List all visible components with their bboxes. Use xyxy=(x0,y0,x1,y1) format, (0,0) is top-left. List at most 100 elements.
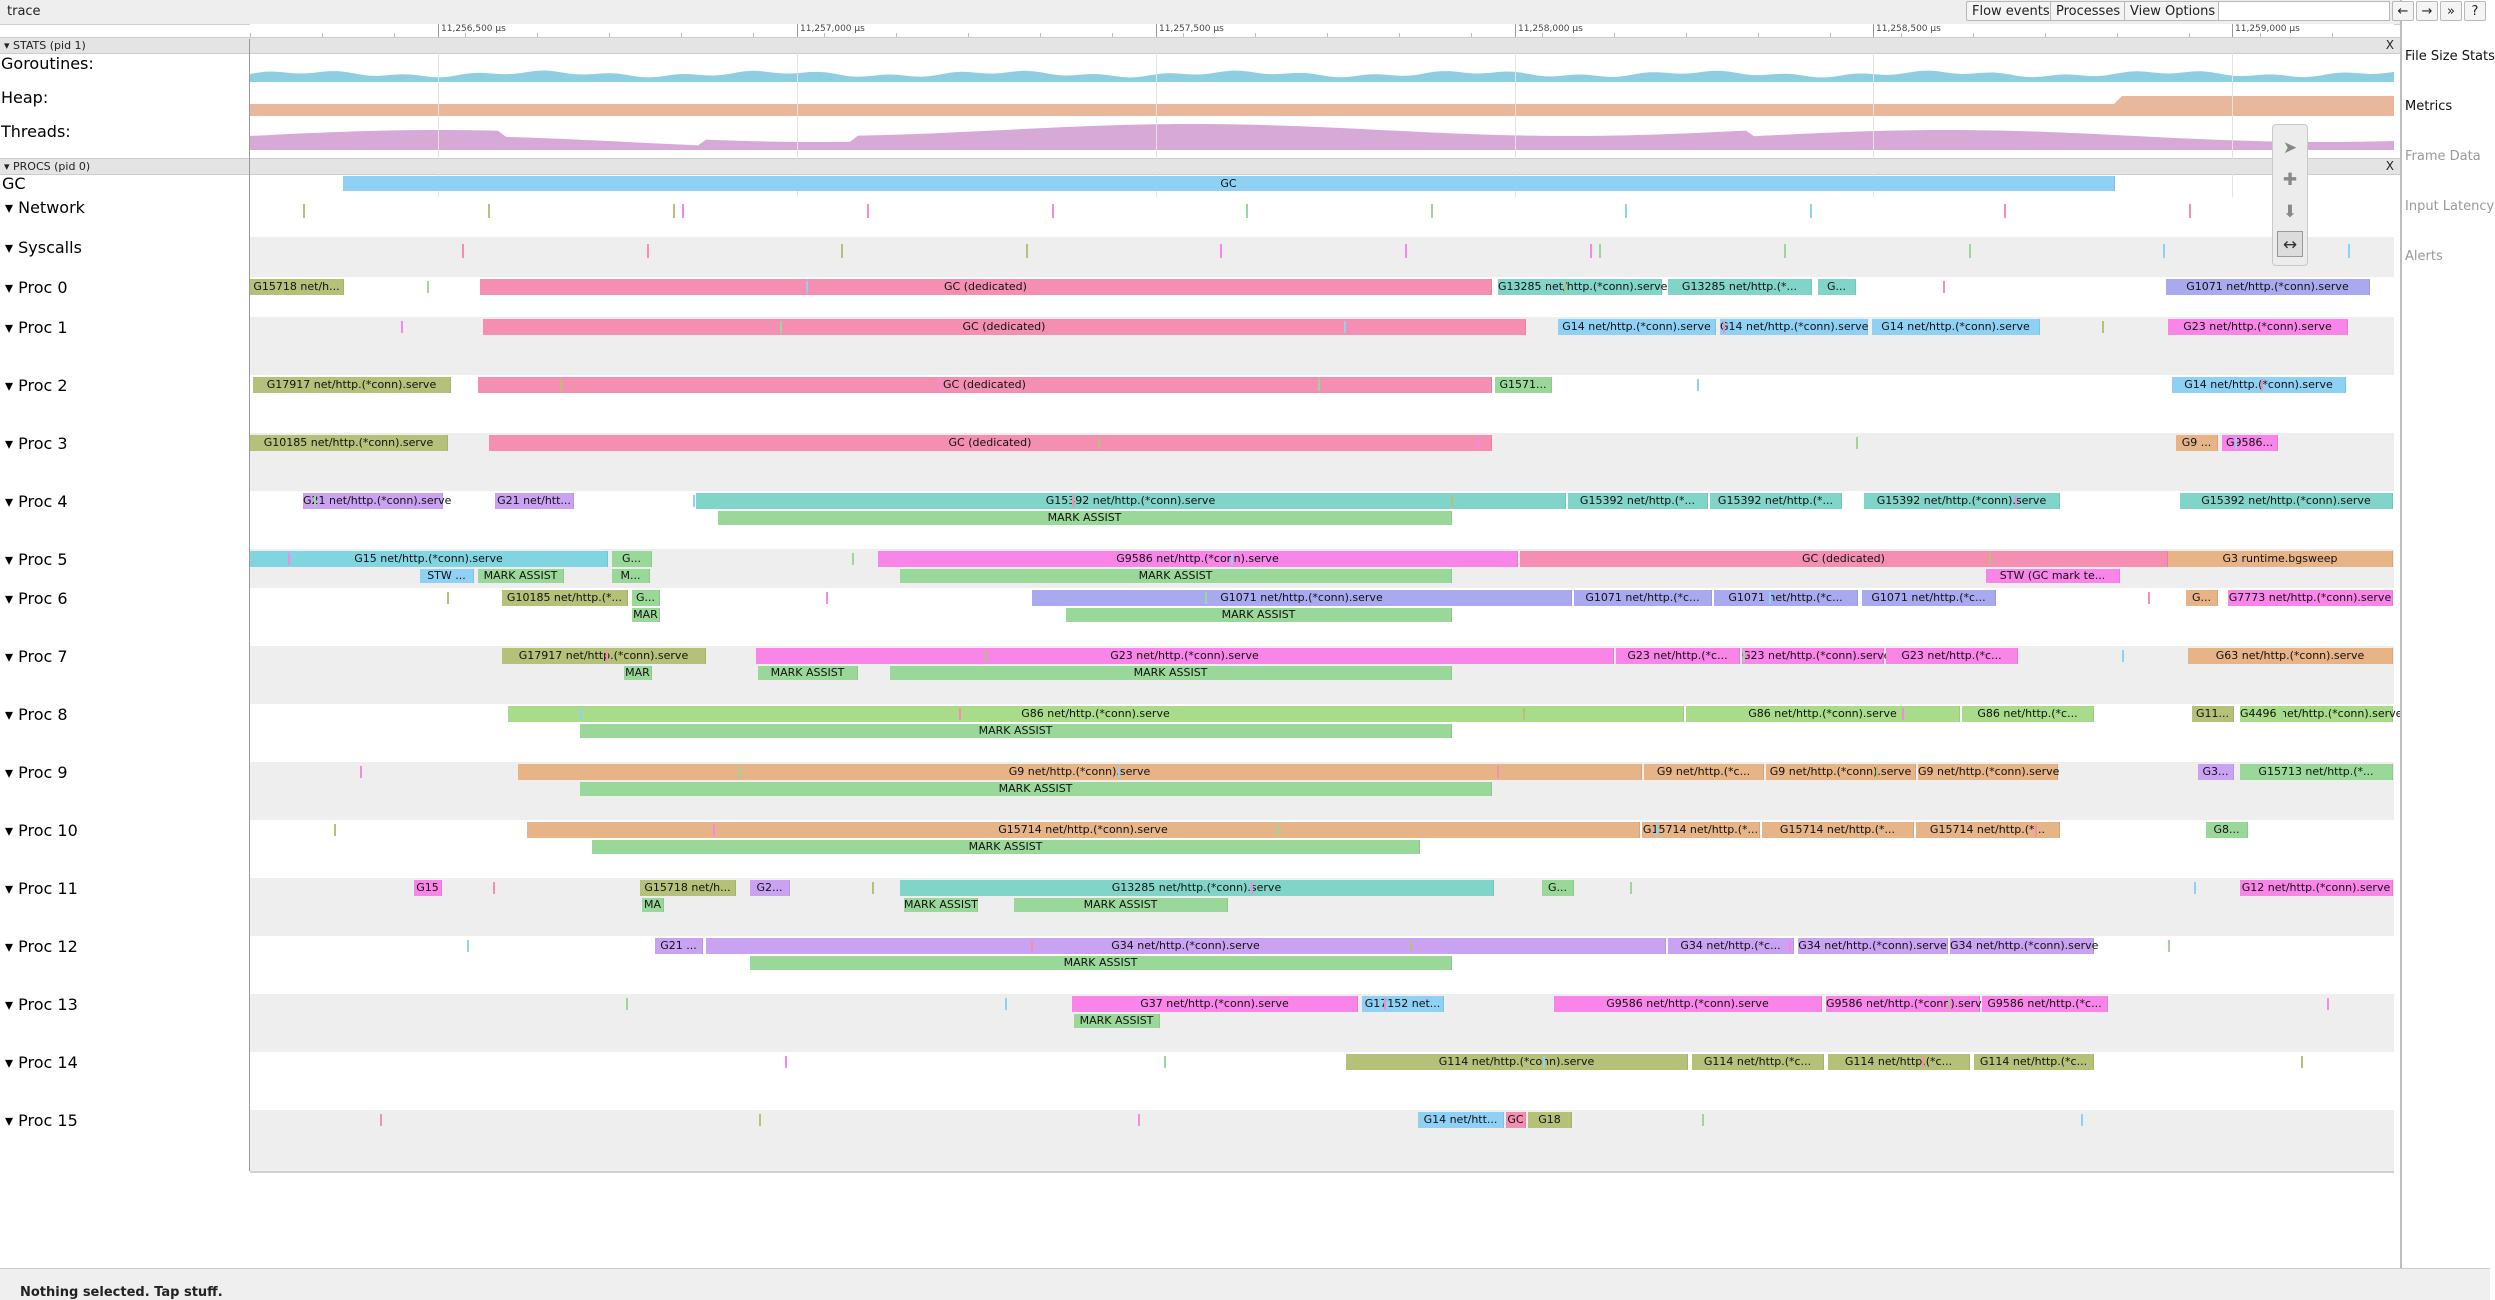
event-marker[interactable] xyxy=(693,495,695,507)
event-marker[interactable] xyxy=(2168,940,2170,952)
event-marker[interactable] xyxy=(360,766,362,778)
event-marker[interactable] xyxy=(1543,1056,1545,1068)
event-marker[interactable] xyxy=(1523,708,1525,720)
event-marker[interactable] xyxy=(841,244,843,258)
proc-track-label[interactable]: ▾ Network xyxy=(5,198,85,217)
event-marker[interactable] xyxy=(1318,379,1320,391)
event-marker[interactable] xyxy=(1590,244,1592,258)
thread-slice[interactable]: G... xyxy=(632,590,660,606)
event-marker[interactable] xyxy=(2194,882,2196,894)
proc-track-label[interactable]: ▾ Proc 2 xyxy=(5,376,68,395)
thread-slice[interactable]: G37 net/http.(*conn).serve xyxy=(1072,996,1358,1012)
thread-slice[interactable]: G... xyxy=(1818,279,1856,295)
event-marker[interactable] xyxy=(1948,998,1950,1010)
event-marker[interactable] xyxy=(985,650,987,662)
event-marker[interactable] xyxy=(1185,281,1187,293)
thread-slice[interactable]: G2... xyxy=(750,880,790,896)
thread-slice[interactable]: G14 net/htt... xyxy=(1418,1112,1504,1128)
event-marker[interactable] xyxy=(1451,495,1453,507)
help-button[interactable]: ? xyxy=(2464,1,2486,21)
stat-counter-track[interactable] xyxy=(250,116,2394,150)
event-marker[interactable] xyxy=(1610,553,1612,565)
sub-slice[interactable]: MARK ASSIST xyxy=(718,511,1452,525)
event-marker[interactable] xyxy=(1477,437,1479,449)
proc-track-label[interactable]: ▾ Proc 0 xyxy=(5,278,68,297)
event-marker[interactable] xyxy=(1769,592,1771,604)
event-marker[interactable] xyxy=(2261,379,2263,391)
sub-slice[interactable]: STW (GC mark te... xyxy=(1986,569,2120,583)
event-marker[interactable] xyxy=(1231,553,1233,565)
thread-slice[interactable]: G... xyxy=(2186,590,2218,606)
thread-slice[interactable]: GC (dedicated) xyxy=(489,435,1492,451)
pointer-tool-icon[interactable]: ➤ xyxy=(2282,138,2298,158)
event-marker[interactable] xyxy=(1246,204,1248,218)
thread-slice[interactable]: G15713 net/http.(*... xyxy=(2240,764,2393,780)
event-marker[interactable] xyxy=(626,998,628,1010)
event-marker[interactable] xyxy=(1876,766,1878,778)
sub-slice[interactable]: MAR xyxy=(624,666,652,680)
event-marker[interactable] xyxy=(427,281,429,293)
proc-track-label[interactable]: ▾ Proc 9 xyxy=(5,763,68,782)
thread-slice[interactable]: G21 ... xyxy=(655,938,703,954)
thread-slice[interactable]: G3 runtime.bgsweep xyxy=(2168,551,2393,567)
thread-slice[interactable]: G34 net/http.(*conn).serve xyxy=(706,938,1666,954)
event-marker[interactable] xyxy=(1599,244,1601,258)
event-marker[interactable] xyxy=(682,204,684,218)
tab-file-size-stats[interactable]: File Size Stats xyxy=(2405,49,2495,64)
thread-slice[interactable]: G9 net/http.(*conn).serve xyxy=(1766,764,1916,780)
sub-slice[interactable]: MARK ASSIST xyxy=(580,782,1492,796)
thread-slice[interactable]: G15392 net/http.(*conn).serve xyxy=(696,493,1566,509)
event-marker[interactable] xyxy=(580,708,582,720)
thread-slice[interactable]: G13285 net/http.(*conn).serve xyxy=(1498,279,1668,295)
thread-slice[interactable]: G114 net/http.(*c... xyxy=(1974,1054,2094,1070)
thread-slice[interactable]: G14 net/http.(*conn).serve xyxy=(1720,319,1869,335)
event-marker[interactable] xyxy=(1564,281,1566,293)
thread-slice[interactable]: G... xyxy=(1542,880,1574,896)
thread-slice[interactable]: GC (dedicated) xyxy=(480,279,1492,295)
proc-track[interactable] xyxy=(250,237,2394,277)
sub-slice[interactable]: MARK ASSIST xyxy=(904,898,978,912)
event-marker[interactable] xyxy=(380,1114,382,1126)
event-marker[interactable] xyxy=(1431,204,1433,218)
thread-slice[interactable]: G15718 net/h... xyxy=(250,279,344,295)
event-marker[interactable] xyxy=(2035,824,2037,836)
event-marker[interactable] xyxy=(2235,437,2237,449)
pan-tool-icon[interactable]: ✚ xyxy=(2282,170,2298,190)
thread-slice[interactable]: GC xyxy=(1506,1112,1526,1128)
sub-slice[interactable]: MARK ASSIST xyxy=(890,666,1452,680)
thread-slice[interactable]: G9 net/http.(*conn).serve xyxy=(518,764,1642,780)
sub-slice[interactable]: MARK ASSIST xyxy=(580,724,1452,738)
event-marker[interactable] xyxy=(606,650,608,662)
event-marker[interactable] xyxy=(780,321,782,333)
thread-slice[interactable]: G34 net/http.(*c... xyxy=(1668,938,1794,954)
event-marker[interactable] xyxy=(1098,437,1100,449)
thread-slice[interactable]: G12 net/http.(*conn).serve xyxy=(2240,880,2393,896)
event-marker[interactable] xyxy=(467,940,469,952)
thread-slice[interactable]: G23 net/http.(*conn).serve xyxy=(2168,319,2348,335)
event-marker[interactable] xyxy=(939,379,941,391)
event-marker[interactable] xyxy=(852,553,854,565)
proc-track-label[interactable]: ▾ Proc 15 xyxy=(5,1111,78,1130)
event-marker[interactable] xyxy=(2348,244,2350,258)
stat-counter-track[interactable] xyxy=(250,48,2394,82)
event-marker[interactable] xyxy=(2081,1114,2083,1126)
event-marker[interactable] xyxy=(1697,379,1699,391)
event-marker[interactable] xyxy=(1138,1114,1140,1126)
proc-track-label[interactable]: ▾ Proc 8 xyxy=(5,705,68,724)
proc-track-label[interactable]: ▾ Proc 1 xyxy=(5,318,68,337)
event-marker[interactable] xyxy=(334,824,336,836)
tab-frame-data[interactable]: Frame Data xyxy=(2405,149,2481,164)
thread-slice[interactable]: G21 net/http.(*conn).serve xyxy=(303,493,452,509)
thread-slice[interactable]: G9 ... xyxy=(2176,435,2218,451)
thread-slice[interactable]: G15 net/http.(*conn).serve xyxy=(250,551,608,567)
thread-slice[interactable]: G... xyxy=(612,551,652,567)
event-marker[interactable] xyxy=(1497,766,1499,778)
event-marker[interactable] xyxy=(713,824,715,836)
event-marker[interactable] xyxy=(1164,1056,1166,1068)
event-marker[interactable] xyxy=(806,281,808,293)
thread-slice[interactable]: G13285 net/http.(*... xyxy=(1668,279,1812,295)
event-marker[interactable] xyxy=(1405,244,1407,258)
event-marker[interactable] xyxy=(462,244,464,258)
event-marker[interactable] xyxy=(959,708,961,720)
